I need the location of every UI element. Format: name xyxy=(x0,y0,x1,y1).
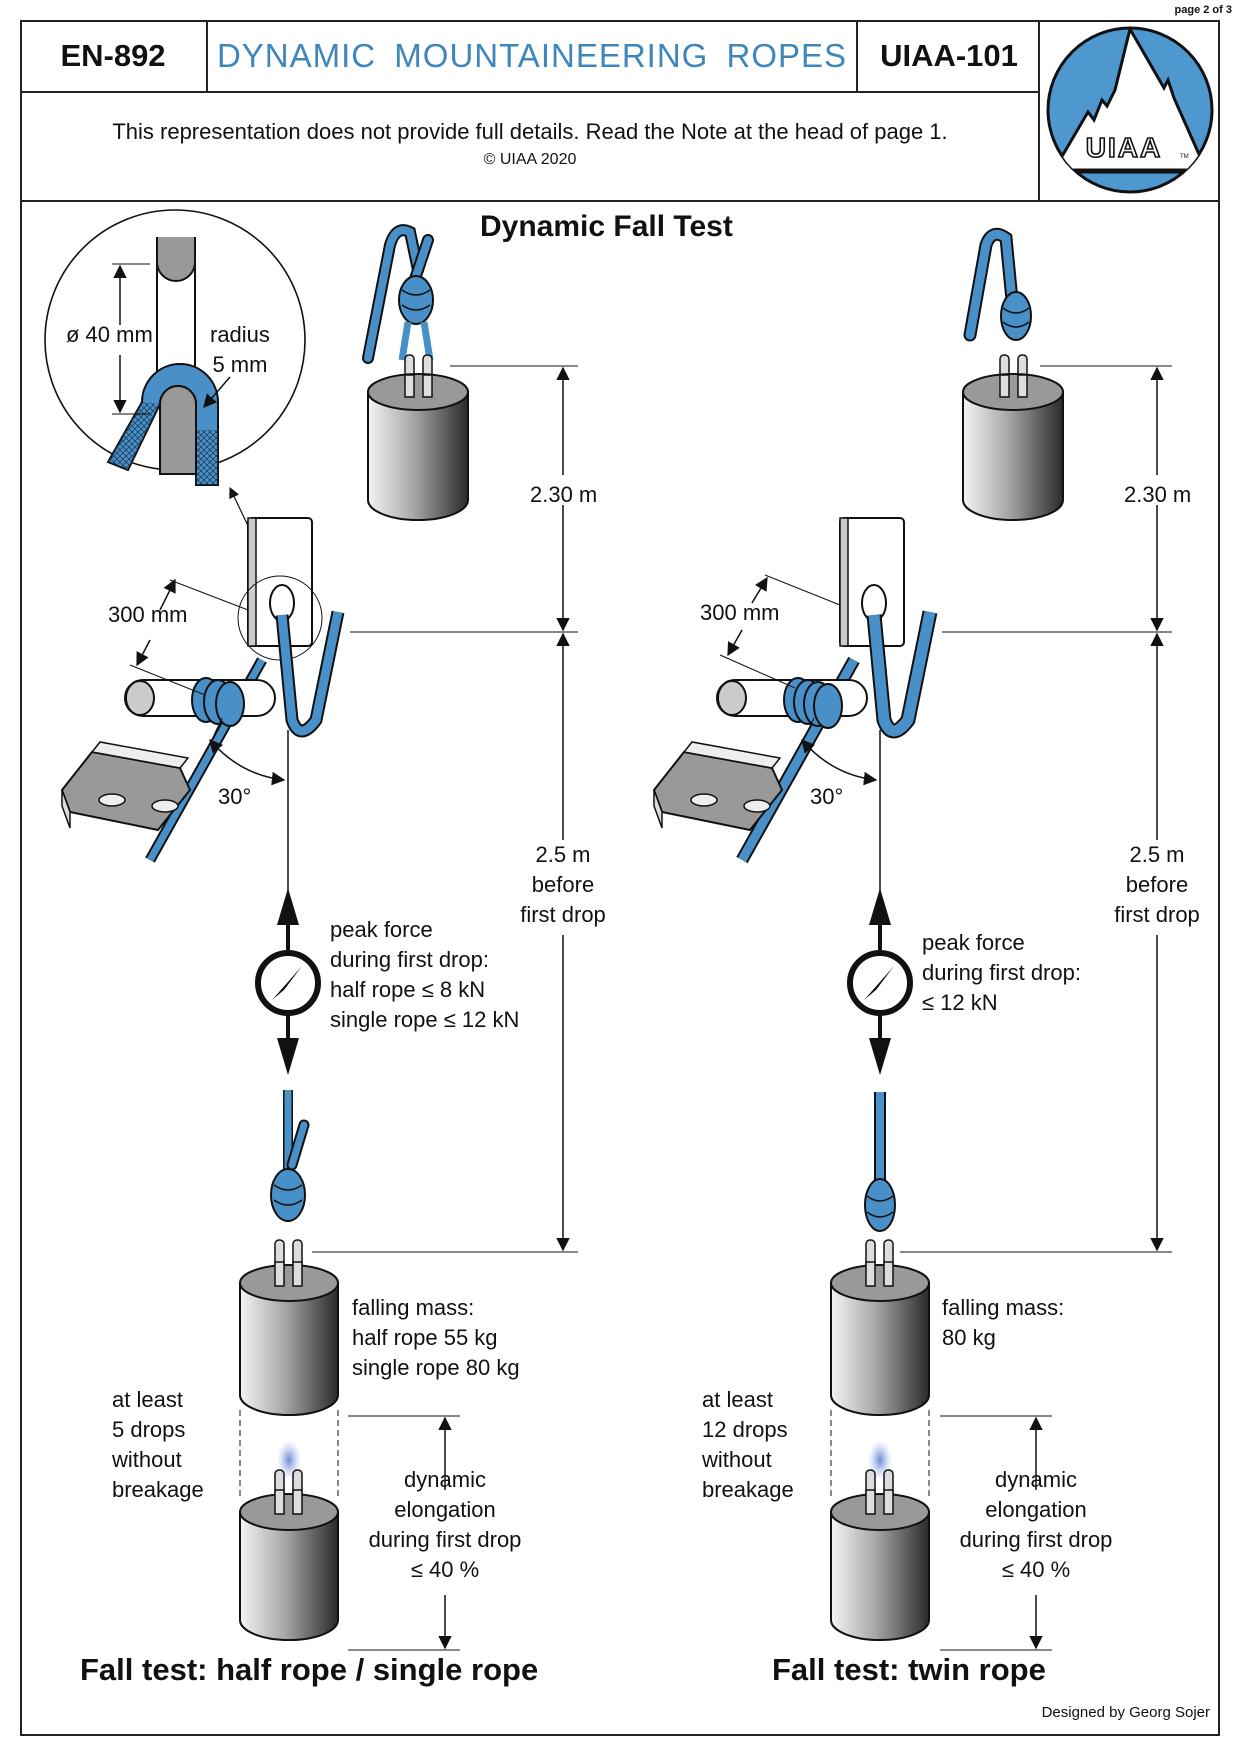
peak-force-line: during first drop: xyxy=(330,947,489,972)
detail-inset xyxy=(44,209,306,531)
drops-line: at least xyxy=(702,1387,773,1412)
logo-tm: TM xyxy=(1180,154,1189,160)
left-section-title: Fall test: half rope / single rope xyxy=(80,1652,539,1687)
rope-length-line: first drop xyxy=(520,902,606,927)
right-peak-force-label: peak force during first drop: ≤ 12 kN xyxy=(922,928,1081,1018)
uiaa-code: UIAA-101 xyxy=(880,37,1018,73)
elongation-line: dynamic xyxy=(404,1467,486,1492)
logo-text: UIAA xyxy=(1086,132,1162,163)
left-rope-length-label: 2.5 m before first drop xyxy=(508,840,618,930)
right-distance-label: 300 mm xyxy=(700,600,780,625)
right-section-title: Fall test: twin rope xyxy=(772,1652,1046,1687)
copyright-text: © UIAA 2020 xyxy=(483,151,577,168)
elongation-line: during first drop xyxy=(368,1527,522,1552)
drops-line: 12 drops xyxy=(702,1417,788,1442)
elongation-line: ≤ 40 % xyxy=(1001,1557,1071,1582)
falling-mass-line: falling mass: xyxy=(352,1295,475,1320)
peak-force-line: peak force xyxy=(922,930,1025,955)
drops-line: without xyxy=(112,1447,182,1472)
standard-code: EN-892 xyxy=(20,20,208,91)
elongation-line: during first drop xyxy=(959,1527,1113,1552)
drops-line: 5 drops xyxy=(112,1417,186,1442)
drops-line: at least xyxy=(112,1387,183,1412)
document-title: DYNAMIC MOUNTAINEERING ROPES xyxy=(208,20,858,91)
peak-force-line: ≤ 12 kN xyxy=(922,990,998,1015)
left-drops-label: at least 5 drops without breakage xyxy=(112,1385,204,1505)
radius-label-line: 5 mm xyxy=(212,352,268,377)
radius-label: radius 5 mm xyxy=(210,320,270,380)
elongation-line: dynamic xyxy=(995,1467,1077,1492)
rope-length-line: 2.5 m xyxy=(535,842,591,867)
peak-force-line: peak force xyxy=(330,917,433,942)
designer-credit: Designed by Georg Sojer xyxy=(1041,1704,1210,1721)
left-drop-height-label: 2.30 m xyxy=(530,482,598,507)
page-indicator: page 2 of 3 xyxy=(1174,4,1232,16)
disclaimer-text: This representation does not provide ful… xyxy=(112,119,948,144)
drops-line: without xyxy=(702,1447,772,1472)
diameter-label: ø 40 mm xyxy=(66,322,153,347)
right-rope-length-label: 2.5 m before first drop xyxy=(1102,840,1212,930)
left-falling-mass-label: falling mass: half rope 55 kg single rop… xyxy=(352,1293,520,1383)
rope-length-line: 2.5 m xyxy=(1129,842,1185,867)
left-elongation-label: dynamic elongation during first drop ≤ 4… xyxy=(352,1465,538,1585)
left-peak-force-label: peak force during first drop: half rope … xyxy=(330,915,519,1035)
rope-length-line: before xyxy=(531,872,595,897)
peak-force-line: half rope ≤ 8 kN xyxy=(330,977,486,1002)
left-test-rig xyxy=(60,224,578,1651)
left-angle-label: 30° xyxy=(218,784,252,809)
peak-force-line: during first drop: xyxy=(922,960,1081,985)
right-drops-label: at least 12 drops without breakage xyxy=(702,1385,794,1505)
radius-label-line: radius xyxy=(210,322,270,347)
elongation-line: elongation xyxy=(394,1497,496,1522)
diagram-title: Dynamic Fall Test xyxy=(480,210,733,243)
drops-line: breakage xyxy=(112,1477,204,1502)
drops-line: breakage xyxy=(702,1477,794,1502)
falling-mass-line: single rope 80 kg xyxy=(352,1355,520,1380)
right-drop-height-label: 2.30 m xyxy=(1124,482,1192,507)
rope-length-line: first drop xyxy=(1114,902,1200,927)
peak-force-line: single rope ≤ 12 kN xyxy=(330,1007,520,1032)
right-elongation-label: dynamic elongation during first drop ≤ 4… xyxy=(943,1465,1129,1585)
falling-mass-line: half rope 55 kg xyxy=(352,1325,498,1350)
header-note-row: This representation does not provide ful… xyxy=(20,93,1040,201)
header-title-row: EN-892 DYNAMIC MOUNTAINEERING ROPES UIAA… xyxy=(20,20,1040,93)
right-test-rig xyxy=(652,227,1172,1651)
falling-mass-line: 80 kg xyxy=(942,1325,996,1350)
page-frame xyxy=(20,20,1220,1736)
left-distance-label: 300 mm xyxy=(108,602,188,627)
uiaa-logo-icon: UIAA TM xyxy=(1046,26,1214,194)
right-falling-mass-label: falling mass: 80 kg xyxy=(942,1293,1064,1353)
rope-length-line: before xyxy=(1125,872,1189,897)
right-angle-label: 30° xyxy=(810,784,844,809)
elongation-line: ≤ 40 % xyxy=(410,1557,480,1582)
elongation-line: elongation xyxy=(985,1497,1087,1522)
logo-cell: UIAA TM xyxy=(1038,20,1220,201)
falling-mass-line: falling mass: xyxy=(942,1295,1065,1320)
header-divider xyxy=(20,200,1220,202)
